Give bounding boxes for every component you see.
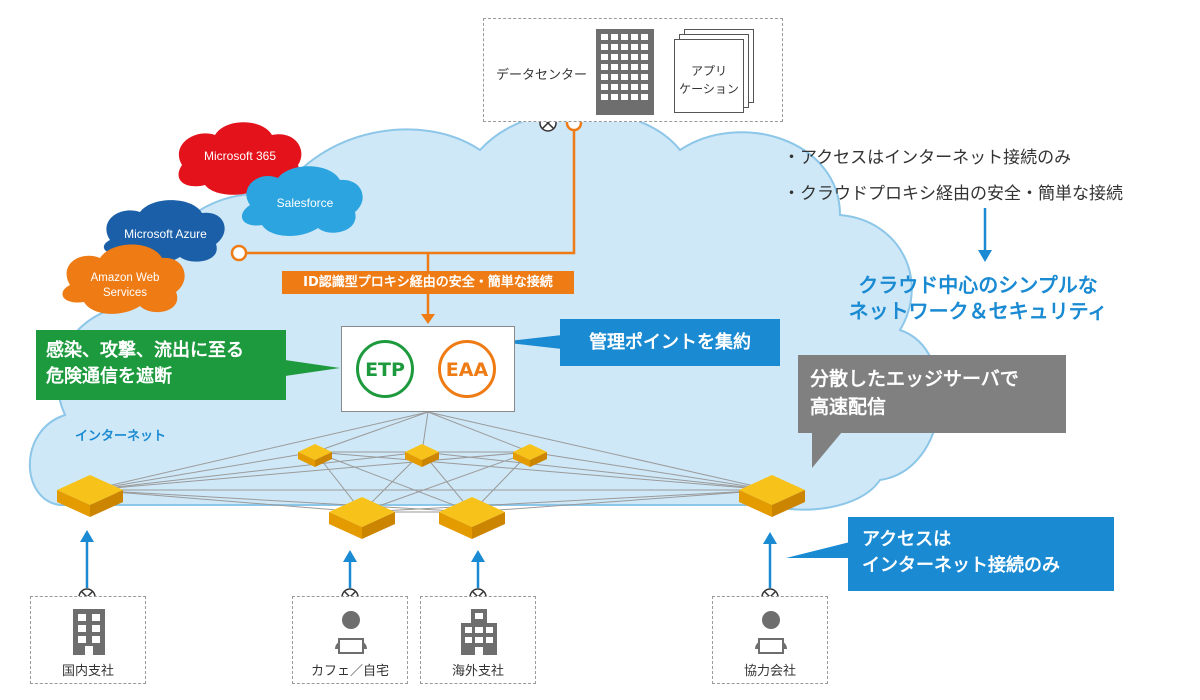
site-overseas-branch: 海外支社 [420, 596, 536, 684]
edge-node-small-1 [298, 444, 332, 467]
person-laptop-icon [755, 611, 787, 654]
edge-node-small-3 [513, 444, 547, 467]
site-domestic-branch: 国内支社 [30, 596, 146, 684]
salesforce-cloud [241, 166, 363, 236]
access-callout: アクセスは インターネット接続のみ [848, 517, 1114, 591]
site-label-partner: 協力会社 [743, 664, 796, 679]
application-documents-icon: アプリ ケーション [674, 29, 758, 115]
conclusion-arrow [978, 208, 992, 262]
edge-node-center-right [439, 497, 505, 539]
aws-label-line1: Amazon Web [90, 272, 160, 284]
eaa-badge: EAA [438, 340, 496, 398]
datacenter-building-icon [596, 29, 654, 115]
site-uplink-1 [78, 530, 96, 606]
edge-node-center-left [329, 497, 395, 539]
bullet-1: アクセスはインターネット接続のみ [783, 140, 1123, 176]
datacenter-label: データセンター [496, 68, 588, 83]
edge-line2: 高速配信 [810, 396, 887, 418]
datacenter-box: データセンター アプリ ケーション [483, 18, 783, 122]
threats-callout: 感染、攻撃、流出に至る 危険通信を遮断 [36, 330, 286, 400]
access-callout-pointer [786, 542, 850, 558]
mgmt-callout-pointer [500, 335, 562, 349]
aws-cloud [62, 244, 185, 314]
proxy-label: ID認識型プロキシ経由の安全・簡単な接続 [282, 271, 574, 294]
edge-callout: 分散したエッジサーバで 高速配信 [798, 355, 1066, 433]
site-label-overseas: 海外支社 [451, 664, 504, 679]
site-uplink-4 [761, 532, 779, 606]
site-partner: 協力会社 [712, 596, 828, 684]
app-label-line2: ケーション [679, 82, 739, 96]
etp-badge: ETP [356, 340, 414, 398]
site-label-domestic: 国内支社 [61, 664, 114, 679]
threats-line2: 危険通信を遮断 [46, 366, 172, 387]
edge-node-right [739, 475, 805, 517]
azure-label: Microsoft Azure [124, 227, 207, 241]
proxy-connector [244, 130, 576, 316]
aws-label-line2: Services [102, 287, 148, 299]
access-line2: インターネット接続のみ [862, 555, 1060, 576]
proxy-arrowhead [421, 314, 435, 324]
edge-line1: 分散したエッジサーバで [810, 368, 1019, 390]
edge-callout-pointer [812, 432, 842, 468]
management-box: ETP EAA [341, 326, 515, 412]
site-label-cafe: カフェ／自宅 [310, 664, 389, 679]
app-label-line1: アプリ [690, 64, 727, 78]
building-icon [73, 609, 105, 655]
bullet-2: クラウドプロキシ経由の安全・簡単な接続 [783, 176, 1123, 212]
conclusion-line2: ネットワーク＆セキュリティ [848, 299, 1108, 323]
salesforce-label: Salesforce [276, 196, 334, 210]
person-laptop-icon [335, 611, 367, 654]
aws-label: Amazon Web Services [65, 271, 185, 301]
edge-node-left [57, 475, 123, 517]
saas-port [230, 244, 248, 262]
edge-node-small-2 [405, 444, 439, 467]
threats-line1: 感染、攻撃、流出に至る [46, 340, 244, 361]
site-cafe-home: カフェ／自宅 [292, 596, 408, 684]
benefit-bullets: アクセスはインターネット接続のみ クラウドプロキシ経由の安全・簡単な接続 [783, 140, 1123, 212]
internet-label: インターネット [75, 429, 167, 444]
threats-callout-pointer [285, 360, 340, 376]
ms365-label: Microsoft 365 [203, 149, 277, 163]
conclusion-text: クラウド中心のシンプルな ネットワーク＆セキュリティ [828, 272, 1128, 324]
conclusion-line1: クラウド中心のシンプルな [858, 273, 1098, 297]
office-tower-icon [461, 609, 497, 655]
management-callout: 管理ポイントを集約 [560, 319, 780, 366]
access-line1: アクセスは [862, 529, 952, 550]
